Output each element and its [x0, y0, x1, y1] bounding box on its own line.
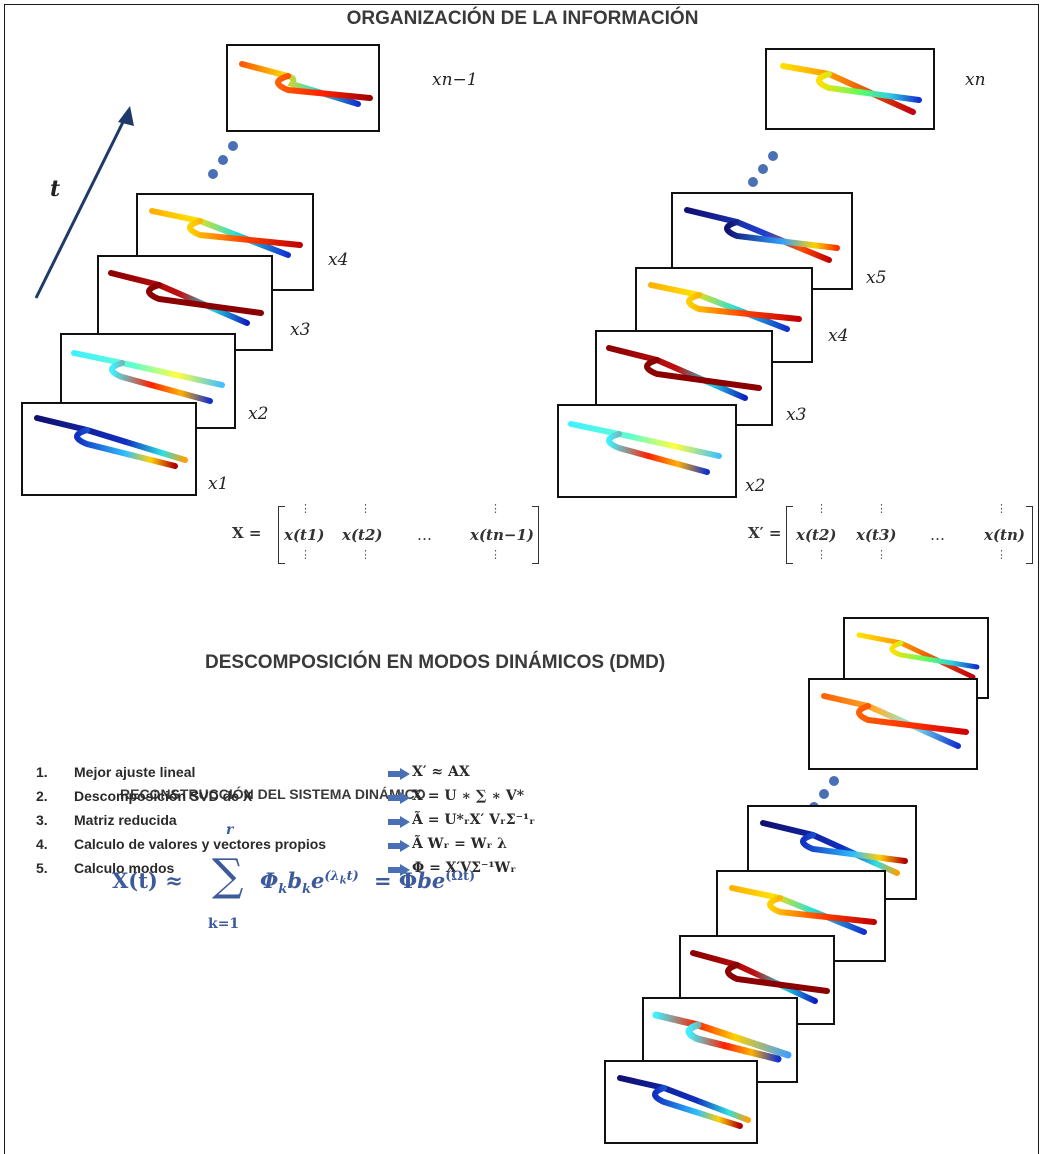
sum-upper-bound: r	[226, 822, 234, 838]
diagram-frame	[4, 4, 1039, 1154]
arrow-right-icon	[388, 840, 410, 852]
matrix-xp-ellipsis: …	[930, 526, 945, 544]
formula-lhs: X(t) ≈	[112, 868, 183, 893]
label-x5: x5	[866, 268, 887, 288]
snapshot-card-xn	[765, 48, 935, 130]
matrix-xp-name: X′ =	[748, 524, 782, 542]
label-x2-right: x2	[745, 476, 766, 496]
matrix-x-ellipsis: …	[417, 526, 432, 544]
arrow-right-icon	[388, 816, 410, 828]
snapshot-card-x2-right	[557, 404, 737, 498]
matrix-x-col-2: x(t2)	[342, 526, 383, 544]
matrix-x: X = ⋮ x(t1) ⋮ ⋮ x(t2) ⋮ … ⋮ x(tn−1) ⋮	[232, 500, 542, 566]
snapshot-card-x1	[21, 402, 197, 496]
time-arrow	[34, 106, 134, 299]
label-x4-right: x4	[828, 326, 849, 346]
formula-rhs: = Φbe(Ωt)	[374, 868, 476, 893]
label-x3-left: x3	[290, 320, 311, 340]
arrow-right-icon	[388, 792, 410, 804]
sum-lower-bound: k=1	[208, 916, 240, 932]
matrix-x-name: X =	[232, 524, 262, 542]
matrix-x-left-bracket	[278, 506, 285, 564]
matrix-xp-left-bracket	[786, 506, 793, 564]
matrix-x-right-bracket	[532, 506, 539, 564]
label-x2-left: x2	[248, 404, 269, 424]
matrix-xp-col-n: x(tn)	[984, 526, 1025, 544]
matrix-xp-col-2: x(t3)	[856, 526, 897, 544]
snapshot-card-xn-1	[226, 44, 380, 132]
arrow-right-icon	[388, 768, 410, 780]
matrix-xp-col-1: x(t2)	[796, 526, 837, 544]
sum-symbol: ∑	[212, 850, 244, 901]
time-label: t	[50, 176, 61, 202]
arrow-right-icon	[388, 864, 410, 876]
ellipsis-dots-left	[208, 141, 238, 179]
dmd-title: DESCOMPOSICIÓN EN MODOS DINÁMICOS (DMD)	[205, 652, 666, 673]
label-x1: x1	[208, 474, 229, 494]
reconstructed-card-0	[604, 1060, 758, 1144]
formula-term: Φkbke(λkt)	[260, 868, 359, 898]
matrix-x-col-n: x(tn−1)	[470, 526, 534, 544]
matrix-xp-right-bracket	[1026, 506, 1033, 564]
reconstructed-card-5	[808, 678, 978, 770]
reconstruction-title: RECONSTRUCCIÓN DEL SISTEMA DINÁMICO	[120, 786, 426, 802]
label-x3-right: x3	[786, 405, 807, 425]
ellipsis-dots-right	[748, 151, 778, 187]
matrix-x-col-1: x(t1)	[284, 526, 325, 544]
label-x4-left: x4	[328, 250, 349, 270]
label-xn-1: xn−1	[432, 70, 478, 90]
reconstruction-formula: X(t) ≈ ∑ r k=1 Φkbke(λkt) = Φbe(Ωt)	[112, 820, 532, 950]
label-xn: xn	[965, 70, 986, 90]
organization-title: ORGANIZACIÓN DE LA INFORMACIÓN	[346, 8, 699, 29]
matrix-x-prime: X′ = ⋮ x(t2) ⋮ ⋮ x(t3) ⋮ … ⋮ x(tn) ⋮	[748, 500, 1038, 566]
